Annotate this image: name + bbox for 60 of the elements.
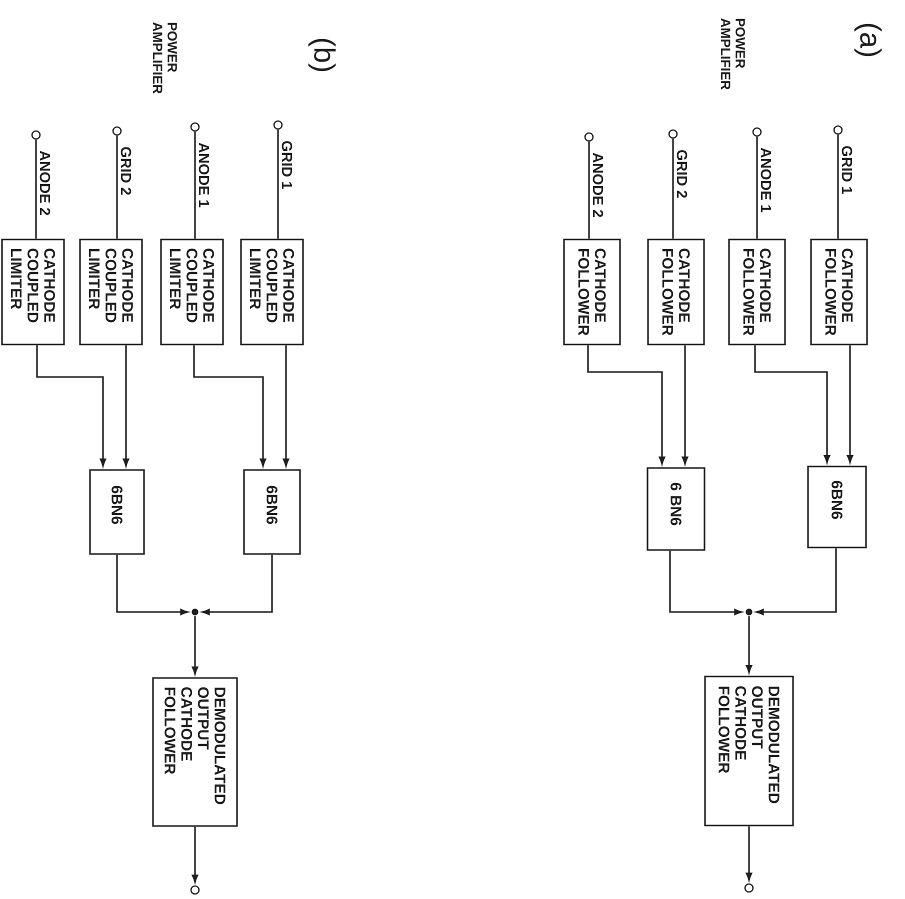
terminal-circle [584, 132, 594, 142]
edge-label: ANODE 1 [760, 148, 772, 212]
wire [672, 138, 674, 239]
edge-label: GRID 1 [282, 141, 292, 189]
wire [194, 132, 196, 239]
wire [35, 140, 37, 239]
connector-arrow [669, 550, 742, 616]
wire [588, 142, 590, 239]
connector-arrow [202, 554, 273, 616]
edge-label: ANODE 2 [40, 150, 50, 216]
section-label: POWER AMPLIFIER [721, 18, 745, 90]
connector-arrow [192, 826, 198, 883]
wire [837, 134, 839, 239]
block-box: CATHODE COUPLED LIMITER [1, 238, 65, 346]
block-box: CATHODE FOLLOWER [647, 238, 705, 346]
panel-label: (b) [308, 38, 336, 72]
terminal-circle [752, 127, 762, 137]
terminal-circle [31, 130, 41, 140]
connector-arrow [756, 548, 837, 616]
connector-arrow [754, 345, 830, 463]
connector-arrow [192, 616, 198, 674]
terminal-circle [190, 885, 200, 895]
section-label: POWER AMPLIFIER [153, 22, 177, 94]
terminal-circle [190, 122, 200, 132]
block-box: CATHODE FOLLOWER [563, 238, 621, 346]
block-box: CATHODE COUPLED LIMITER [160, 238, 224, 346]
edge-label: ANODE 2 [592, 152, 604, 218]
block-box: CATHODE FOLLOWER [810, 238, 868, 346]
connector-arrow [587, 345, 666, 464]
terminal-circle [273, 120, 283, 130]
connector-arrow [746, 616, 752, 673]
edge-label: GRID 2 [676, 150, 688, 198]
block-box: DEMODULATED OUTPUT CATHODE FOLLOWER [152, 677, 238, 827]
block-box: 6BN6 [243, 469, 301, 555]
connector-arrow [682, 345, 688, 464]
block-box: 6BN6 [89, 469, 145, 555]
connector-arrow [846, 345, 854, 463]
connector-arrow [282, 345, 290, 466]
terminal-circle [112, 126, 122, 136]
connector-arrow [122, 345, 130, 466]
edge-label: ANODE 1 [198, 142, 210, 208]
wire [116, 136, 118, 239]
connector-arrow [746, 826, 752, 881]
connector-arrow [36, 345, 106, 466]
block-box: CATHODE COUPLED LIMITER [79, 238, 143, 346]
block-box: CATHODE FOLLOWER [728, 238, 786, 346]
connector-arrow [116, 554, 188, 616]
edge-label: GRID 1 [842, 146, 852, 194]
block-box: 6BN6 [807, 466, 867, 548]
block-box: 6 BN6 [646, 467, 706, 551]
terminal-circle [668, 129, 678, 139]
wire [756, 136, 758, 239]
connector-arrow [193, 345, 266, 466]
wire [277, 130, 279, 239]
block-box: DEMODULATED OUTPUT CATHODE FOLLOWER [704, 676, 794, 826]
terminal-circle [744, 883, 754, 893]
panel-label: (a) [854, 24, 882, 56]
edge-label: GRID 2 [120, 147, 132, 195]
block-box: CATHODE COUPLED LIMITER [240, 238, 304, 346]
terminal-circle [833, 125, 843, 135]
